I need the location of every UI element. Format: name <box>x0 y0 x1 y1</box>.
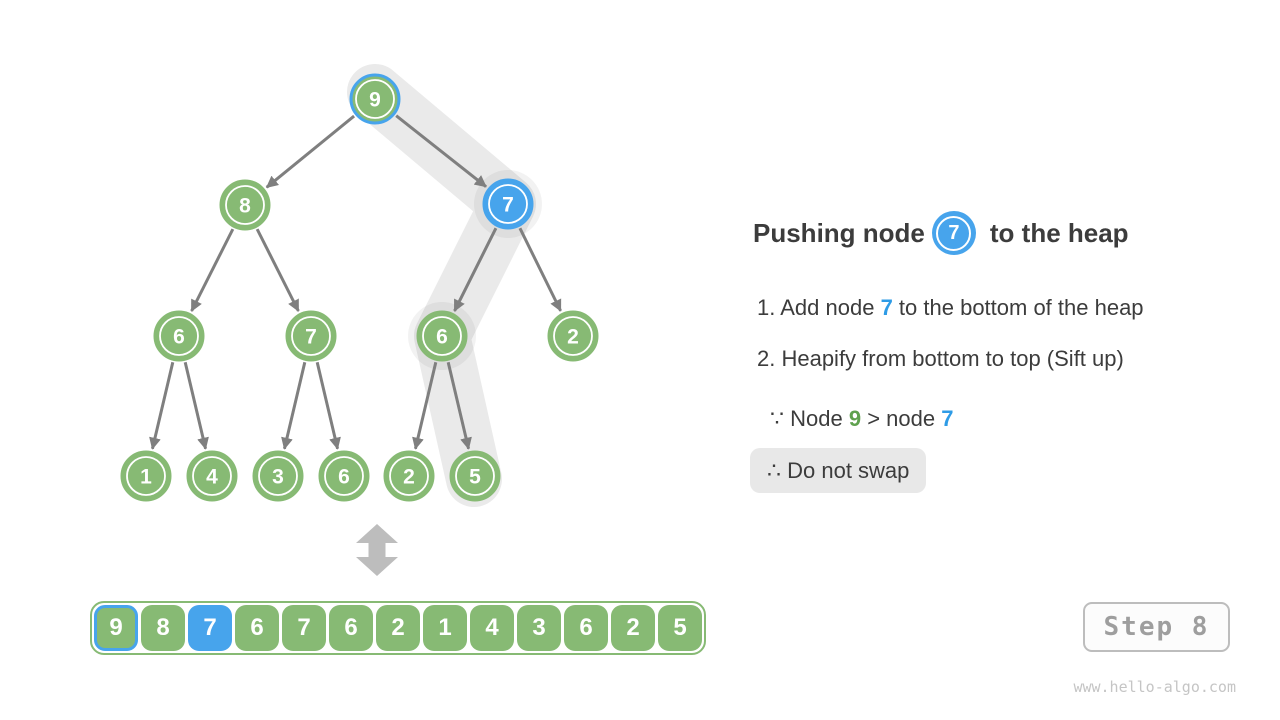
swap-direction-icon <box>356 524 398 576</box>
tree-edge <box>395 114 487 188</box>
tree-node-1: 1 <box>120 450 172 502</box>
tree-edges <box>149 114 562 450</box>
tree-edge <box>518 227 562 312</box>
text-segment: > node <box>861 406 942 431</box>
tree-edge <box>255 228 300 312</box>
tree-node-label: 7 <box>502 194 514 217</box>
heap-array-cell: 6 <box>235 605 279 651</box>
panel-title: Pushing node 7 to the heap <box>753 211 1129 255</box>
tree-edge <box>453 227 498 312</box>
tree-node-9: 9 <box>349 73 401 125</box>
heap-array-cell: 7 <box>188 605 232 651</box>
instruction-step-1: 1. Add node 7 to the bottom of the heap <box>757 295 1144 321</box>
text-segment: 2. Heapify from bottom to top (Sift up) <box>757 346 1124 371</box>
heap-array-cell: 4 <box>470 605 514 651</box>
heap-array-cell: 8 <box>141 605 185 651</box>
tree-node-6: 6 <box>318 450 370 502</box>
tree-edge <box>412 361 438 450</box>
tree-node-2: 2 <box>383 450 435 502</box>
text-segment: 7 <box>941 406 954 431</box>
tree-node-7: 7 <box>285 310 337 362</box>
pushed-node-value: 7 <box>936 215 972 251</box>
tree-node-6: 6 <box>153 310 205 362</box>
explanation-panel: Pushing node 7 to the heap 1. Add node 7… <box>750 211 1250 511</box>
tree-node-label: 3 <box>272 466 284 489</box>
text-segment: 9 <box>848 406 862 431</box>
therefore-box: ∴ Do not swap <box>750 448 927 493</box>
tree-node-3: 3 <box>252 450 304 502</box>
instruction-step-2: 2. Heapify from bottom to top (Sift up) <box>757 346 1124 372</box>
tree-node-label: 4 <box>206 466 218 489</box>
tree-node-label: 6 <box>173 326 185 349</box>
tree-node-label: 6 <box>338 466 350 489</box>
tree-edge <box>265 114 356 189</box>
tree-node-label: 2 <box>403 466 415 489</box>
tree-nodes: 9 8 7 6 7 6 2 1 4 3 6 2 5 <box>120 73 599 502</box>
tree-node-8: 8 <box>219 179 271 231</box>
tree-node-label: 1 <box>140 466 152 489</box>
tree-edge <box>149 361 175 450</box>
tree-node-label: 8 <box>239 195 251 218</box>
heap-array-cell: 6 <box>564 605 608 651</box>
heap-array-cell: 5 <box>658 605 702 651</box>
tree-node-label: 9 <box>369 89 381 112</box>
heap-array-cell: 9 <box>94 605 138 651</box>
heap-array-cell: 6 <box>329 605 373 651</box>
tree-node-7: 7 <box>482 178 534 230</box>
because-line: ∵ Node 9 > node 7 <box>770 406 953 432</box>
heap-array-cell: 3 <box>517 605 561 651</box>
text-segment: 1. Add node <box>757 295 881 320</box>
tree-edge <box>446 361 472 450</box>
tree-edge <box>183 361 209 450</box>
tree-node-label: 5 <box>469 466 481 489</box>
tree-edge <box>281 361 307 450</box>
sift-path-highlight <box>347 64 542 507</box>
tree-edge <box>190 228 235 312</box>
step-badge: Step 8 <box>1083 602 1230 652</box>
pushed-node-chip: 7 <box>931 211 976 255</box>
title-after: to the heap <box>989 217 1129 248</box>
tree-node-2: 2 <box>547 310 599 362</box>
tree-node-4: 4 <box>186 450 238 502</box>
site-url: www.hello-algo.com <box>1073 678 1236 696</box>
text-segment: 7 <box>880 295 893 320</box>
tree-node-6: 6 <box>416 310 468 362</box>
text-segment: to the bottom of the heap <box>892 295 1144 320</box>
tree-edge <box>315 361 341 450</box>
heap-array-cell: 1 <box>423 605 467 651</box>
heap-array-cell: 2 <box>611 605 655 651</box>
therefore-text: ∴ Do not swap <box>767 458 910 483</box>
text-segment: ∵ Node <box>770 406 849 431</box>
title-before: Pushing node <box>753 217 925 248</box>
tree-node-label: 7 <box>305 326 317 349</box>
heap-array-cell: 2 <box>376 605 420 651</box>
heap-array-cell: 7 <box>282 605 326 651</box>
tree-node-label: 6 <box>436 326 448 349</box>
tree-node-5: 5 <box>449 450 501 502</box>
tree-node-label: 2 <box>567 326 579 349</box>
